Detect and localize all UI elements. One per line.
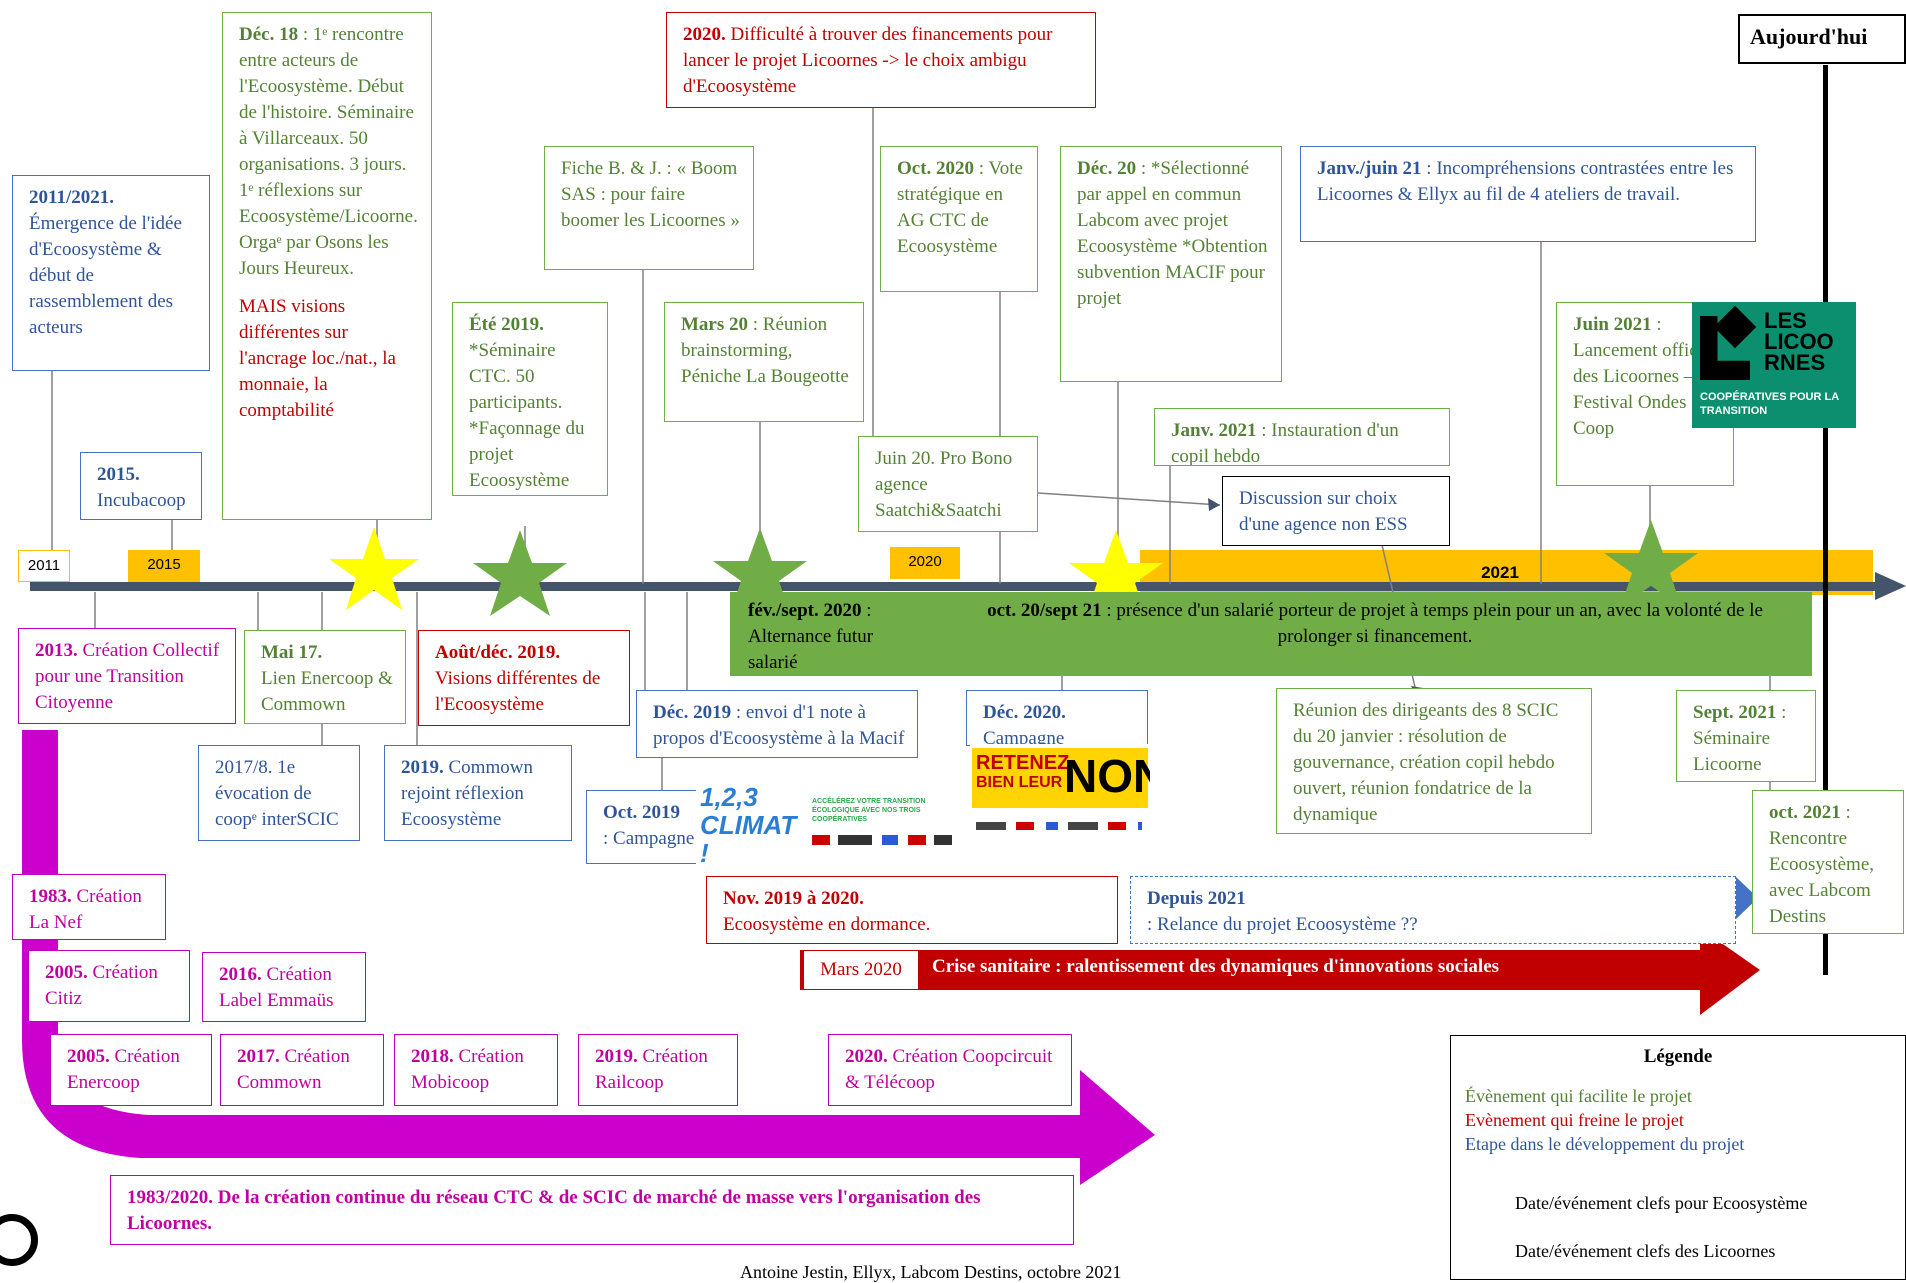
dec18-red-note: MAIS visions différentes sur l'ancrage l… <box>239 296 396 421</box>
event-2019-commown: 2019. Commown rejoint réflexion Ecoosyst… <box>384 745 572 841</box>
yellow-star-icon <box>1069 530 1163 616</box>
legend-title: Légende <box>1643 1046 1713 1067</box>
event-discussion: Discussion sur choix d'une agence non ES… <box>1222 476 1450 546</box>
legend-red: Evènement qui freine le projet <box>1465 1110 1684 1130</box>
legend: Légende Évènement qui facilite le projet… <box>1450 1035 1906 1280</box>
event-sept2021: Sept. 2021 : Séminaire Licoorne <box>1676 690 1816 782</box>
non-campaign-badge: RETENEZ BIEN LEUR NON <box>970 744 1150 844</box>
green-star-icon <box>1604 520 1698 606</box>
footer-credit: Antoine Jestin, Ellyx, Labcom Destins, o… <box>740 1262 1122 1282</box>
event-reunion-20-janvier: Réunion des dirigeants des 8 SCIC du 20 … <box>1276 688 1592 834</box>
network-summary: 1983/2020. De la création continue du ré… <box>110 1175 1074 1245</box>
yellow-star-icon <box>329 527 419 610</box>
green-star-icon <box>473 530 567 616</box>
event-dec2019: Déc. 2019 : envoi d'1 note à propos d'Ec… <box>636 690 918 758</box>
network-2017: 2017. Création Commown <box>220 1034 384 1106</box>
crisis-arrow <box>800 928 1760 1015</box>
event-2015: 2015.Incubacoop <box>80 452 202 520</box>
event-depuis2021: Depuis 2021: Relance du projet Ecoosystè… <box>1130 876 1736 944</box>
partner-logos-icon <box>976 822 1142 830</box>
event-mars20: Mars 20 : Réunion brainstorming, Péniche… <box>664 302 864 422</box>
crisis-text: Crise sanitaire : ralentissement des dyn… <box>932 956 1500 977</box>
event-ete2019: Été 2019. *Séminaire CTC. 50 participant… <box>452 302 608 496</box>
network-arrow <box>22 730 1155 1185</box>
licoornes-logo: LES LICOO RNES COOPÉRATIVES POUR LA TRAN… <box>1692 302 1856 428</box>
event-janv2021: Janv. 2021 : Instauration d'un copil heb… <box>1154 408 1450 466</box>
green-star-icon <box>713 528 807 614</box>
band-left-text: fév./sept. 2020 : Alternance futur salar… <box>748 600 874 673</box>
event-2011-2021: 2011/2021. Émergence de l'idée d'Ecoosys… <box>12 175 210 371</box>
today-line <box>1823 65 1828 975</box>
event-janvjuin21: Janv./juin 21 : Incompréhensions contras… <box>1300 146 1756 242</box>
event-2013: 2013. Création Collectif pour une Transi… <box>18 628 236 724</box>
axis-arrowhead <box>1875 572 1906 600</box>
legend-blue: Etape dans le développement du projet <box>1465 1134 1745 1154</box>
event-nov2019: Nov. 2019 à 2020.Ecoosystème en dormance… <box>706 876 1118 944</box>
year-tag-2011: 2011 <box>18 550 70 582</box>
event-mai17: Mai 17.Lien Enercoop & Commown <box>244 630 406 724</box>
year-tag-2021: 2021 <box>1481 563 1519 582</box>
network-2005-citiz: 2005. Création Citiz <box>28 950 190 1022</box>
event-dec18: Déc. 18 : 1ᵉ rencontre entre acteurs de … <box>222 12 432 520</box>
legend-yellow-star: Date/événement clefs pour Ecoosystème <box>1515 1193 1808 1213</box>
network-2018: 2018. Création Mobicoop <box>394 1034 558 1106</box>
network-2016: 2016. Création Label Emmaüs <box>202 952 366 1022</box>
legend-green: Évènement qui facilite le projet <box>1465 1086 1692 1106</box>
network-2019: 2019. Création Railcoop <box>578 1034 738 1106</box>
crisis-date: Mars 2020 <box>804 951 918 989</box>
event-aout2019: Août/déc. 2019.Visions différentes de l'… <box>418 630 630 726</box>
green-band <box>730 592 1812 676</box>
event-dec20: Déc. 20 : *Sélectionné par appel en comm… <box>1060 146 1282 382</box>
partner-logos-icon <box>812 835 952 845</box>
network-2020: 2020. Création Coopcircuit & Télécoop <box>828 1034 1072 1106</box>
event-fiche: Fiche B. & J. : « Boom SAS : pour faire … <box>544 146 754 270</box>
event-dec2020: Déc. 2020.Campagne <box>966 690 1148 746</box>
event-juin20: Juin 20. Pro Bono agence Saatchi&Saatchi <box>858 436 1038 532</box>
main-axis <box>30 582 1880 591</box>
band-right-text: oct. 20/sept 21 : présence d'un salarié … <box>987 600 1763 647</box>
event-oct2021: oct. 2021 : Rencontre Ecoosystème, avec … <box>1752 790 1904 934</box>
licoornes-logo-diamond-icon <box>1713 305 1757 349</box>
today-label: Aujourd'hui <box>1738 14 1906 64</box>
year-tag-2015: 2015 <box>128 550 200 582</box>
network-1983: 1983. Création La Nef <box>12 874 166 940</box>
event-2020-financement: 2020. Difficulté à trouver des financeme… <box>666 12 1096 108</box>
year-tag-2020: 2020 <box>890 547 960 579</box>
event-2017-8: 2017/8. 1e évocation de coopᵉ interSCIC <box>198 745 360 841</box>
network-2005-enercoop: 2005. Création Enercoop <box>50 1034 212 1106</box>
climat-badge: 1,2,3 CLIMAT ! ACCÉLÉREZ VOTRE TRANSITIO… <box>696 775 966 865</box>
legend-green-star: Date/événement clefs des Licoornes <box>1515 1241 1776 1261</box>
event-oct2020: Oct. 2020 : Vote stratégique en AG CTC d… <box>880 146 1038 292</box>
